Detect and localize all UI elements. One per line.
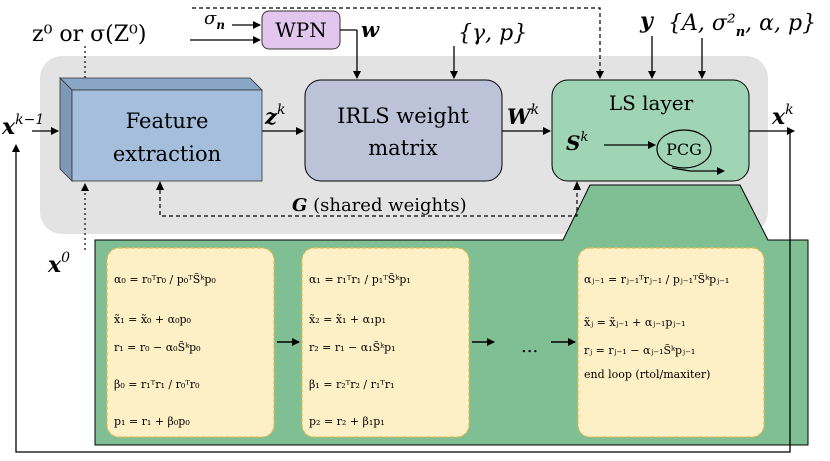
pcg-loop-arrow [671, 167, 725, 175]
wk-label: Wk [507, 102, 539, 129]
eq-col3-1: x̃ⱼ = x̃ⱼ₋₁ + αⱼ₋₁pⱼ₋₁ [584, 316, 686, 329]
pcg-step-box-1 [106, 247, 275, 438]
eq-col3-2: rⱼ = rⱼ₋₁ − αⱼ₋₁S̃ᵏpⱼ₋₁ [584, 344, 695, 357]
x0-label: x0 [47, 250, 70, 278]
eq-col1-4: p₁ = r₁ + β₀p₀ [114, 415, 190, 428]
w-label: w [361, 17, 380, 42]
feature-extraction-block [71, 89, 263, 182]
irls-label-1: IRLS weight [337, 104, 469, 128]
zk-label: zk [264, 102, 285, 129]
eq-col2-1: x̃₂ = x̃₁ + α₁p₁ [309, 313, 386, 326]
pcg-step-box-3 [577, 247, 765, 438]
eq-col2-3: β₁ = r₂ᵀr₂ / r₁ᵀr₁ [309, 378, 395, 391]
sigma-n-label: σn [204, 8, 225, 32]
eq-col1-3: β₀ = r₁ᵀr₁ / r₀ᵀr₀ [114, 378, 200, 391]
pcg-step-box-2 [301, 247, 470, 438]
eq-col2-2: r₂ = r₁ − α₁S̃ᵏp₁ [309, 341, 396, 354]
pcg-node [656, 129, 712, 169]
feature-label-1: Feature [126, 109, 209, 133]
g-arrow-left [156, 181, 164, 190]
eq-col3-3: end loop (rtol/maxiter) [584, 368, 710, 381]
g-label: G (shared weights) [292, 195, 467, 216]
x-km1-label: xk−1 [1, 112, 44, 140]
z0-label: z⁰ or σ(Z⁰) [32, 22, 146, 47]
g-arrow-right [573, 181, 581, 190]
eq-col3-0: αⱼ₋₁ = rⱼ₋₁ᵀrⱼ₋₁ / pⱼ₋₁ᵀS̃ᵏpⱼ₋₁ [584, 273, 729, 286]
pcg-label: PCG [666, 140, 702, 159]
gamma-p-label: {γ, p} [458, 21, 527, 46]
feedback-loop [12, 131, 791, 453]
step-ellipsis: ... [521, 336, 538, 357]
feature-label-2: extraction [113, 142, 221, 166]
x-k-label: xk [771, 102, 794, 130]
wpn-label: WPN [275, 18, 327, 42]
eq-col1-0: α₀ = r₀ᵀr₀ / p₀ᵀS̃ᵏp₀ [114, 273, 216, 286]
dashed-top-route [192, 7, 604, 79]
g-shared-weights-line [159, 183, 578, 217]
sk-label: Sk [566, 130, 588, 155]
ls-layer-label: LS layer [609, 91, 694, 115]
params-label: {A, σ²n, α, p} [668, 11, 816, 40]
feature-block-top [59, 77, 263, 91]
eq-col2-4: p₂ = r₂ + β₁p₁ [309, 415, 385, 428]
eq-col1-1: x̃₁ = x̃₀ + α₀p₀ [114, 313, 192, 326]
irls-label-2: matrix [368, 136, 438, 160]
y-label: y [639, 8, 655, 34]
eq-col1-2: r₁ = r₀ − α₀S̃ᵏp₀ [114, 341, 201, 354]
feature-block-side [59, 77, 73, 182]
irls-block [304, 79, 503, 182]
eq-col2-0: α₁ = r₁ᵀr₁ / p₁ᵀS̃ᵏp₁ [309, 273, 411, 286]
